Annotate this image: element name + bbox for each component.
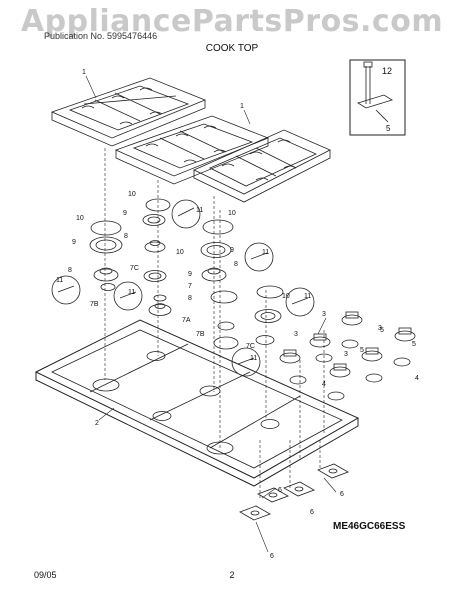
- burner-heads: [89, 214, 282, 323]
- inset-callout: 5: [386, 124, 391, 133]
- callout-11: 11: [196, 207, 203, 214]
- leader-lines: [85, 75, 337, 553]
- footer-date: 09/05: [34, 570, 57, 580]
- callout-8: 8: [124, 233, 128, 240]
- callout-7a: 7A: [182, 317, 191, 324]
- model-number: ME46GC66ESS: [333, 521, 406, 532]
- callout-11d: 11: [128, 289, 135, 296]
- callout-8d: 8: [234, 261, 238, 268]
- callout-9: 9: [123, 210, 127, 217]
- burner-bases: [93, 240, 275, 350]
- callout-3d: 3: [344, 351, 348, 358]
- callout-5b: 5: [412, 341, 416, 348]
- callout-3c: 3: [378, 325, 382, 332]
- callout-4b: 4: [415, 375, 419, 382]
- callout-6c: 6: [270, 553, 274, 560]
- control-knobs: [279, 311, 416, 401]
- grate-center: [114, 115, 270, 185]
- callout-5: 5: [380, 327, 384, 334]
- detail-circles: [51, 199, 315, 377]
- callout-9d: 9: [230, 247, 234, 254]
- publication-line: Publication No. 5995476446: [44, 31, 158, 41]
- watermark: AppliancePartsPros.com: [20, 4, 444, 39]
- callout-6: 6: [340, 491, 344, 498]
- grommets: [239, 463, 349, 521]
- callout-10c: 10: [228, 210, 236, 217]
- callout-7b-right: 7B: [196, 331, 205, 338]
- grate-left: [50, 77, 207, 147]
- callout-10: 10: [128, 191, 136, 198]
- callout-9c: 9: [188, 271, 192, 278]
- callout-5c: 5: [360, 347, 364, 354]
- footer-page-number: 2: [229, 570, 235, 580]
- callout-4: 4: [322, 381, 326, 388]
- callout-8b: 8: [68, 267, 72, 274]
- callout-11e: 11: [304, 293, 311, 300]
- callout-3b: 3: [294, 331, 298, 338]
- inset-label: 12: [382, 66, 392, 76]
- inset-box: 12 5: [349, 59, 406, 136]
- callout-10e: 10: [282, 293, 290, 300]
- guide-lines: [104, 148, 325, 500]
- callout-6b: 6: [278, 487, 282, 494]
- cooktop-pan: [34, 319, 360, 487]
- callout-1: 1: [82, 69, 86, 76]
- callout-labels: 1 1 2 3 3 3 3 4 4 5 5 5 6 6 6 6 7 7A 7B …: [56, 69, 419, 560]
- callout-10d: 10: [176, 249, 184, 256]
- burner-caps: [90, 198, 284, 304]
- callout-10b: 10: [76, 215, 84, 222]
- callout-1-right: 1: [240, 103, 244, 110]
- callout-11f: 11: [250, 355, 257, 362]
- callout-6d: 6: [310, 509, 314, 516]
- callout-11c: 11: [262, 249, 269, 256]
- callout-9b: 9: [72, 239, 76, 246]
- callout-8c: 8: [188, 295, 192, 302]
- callout-11b: 11: [56, 277, 63, 284]
- callout-3: 3: [322, 311, 326, 318]
- callout-7c-right: 7C: [246, 343, 255, 350]
- grate-right: [193, 129, 331, 203]
- callout-7b: 7B: [90, 301, 99, 308]
- section-title: COOK TOP: [205, 43, 259, 54]
- callout-2: 2: [95, 420, 99, 427]
- callout-7: 7: [188, 283, 192, 290]
- callout-7c: 7C: [130, 265, 139, 272]
